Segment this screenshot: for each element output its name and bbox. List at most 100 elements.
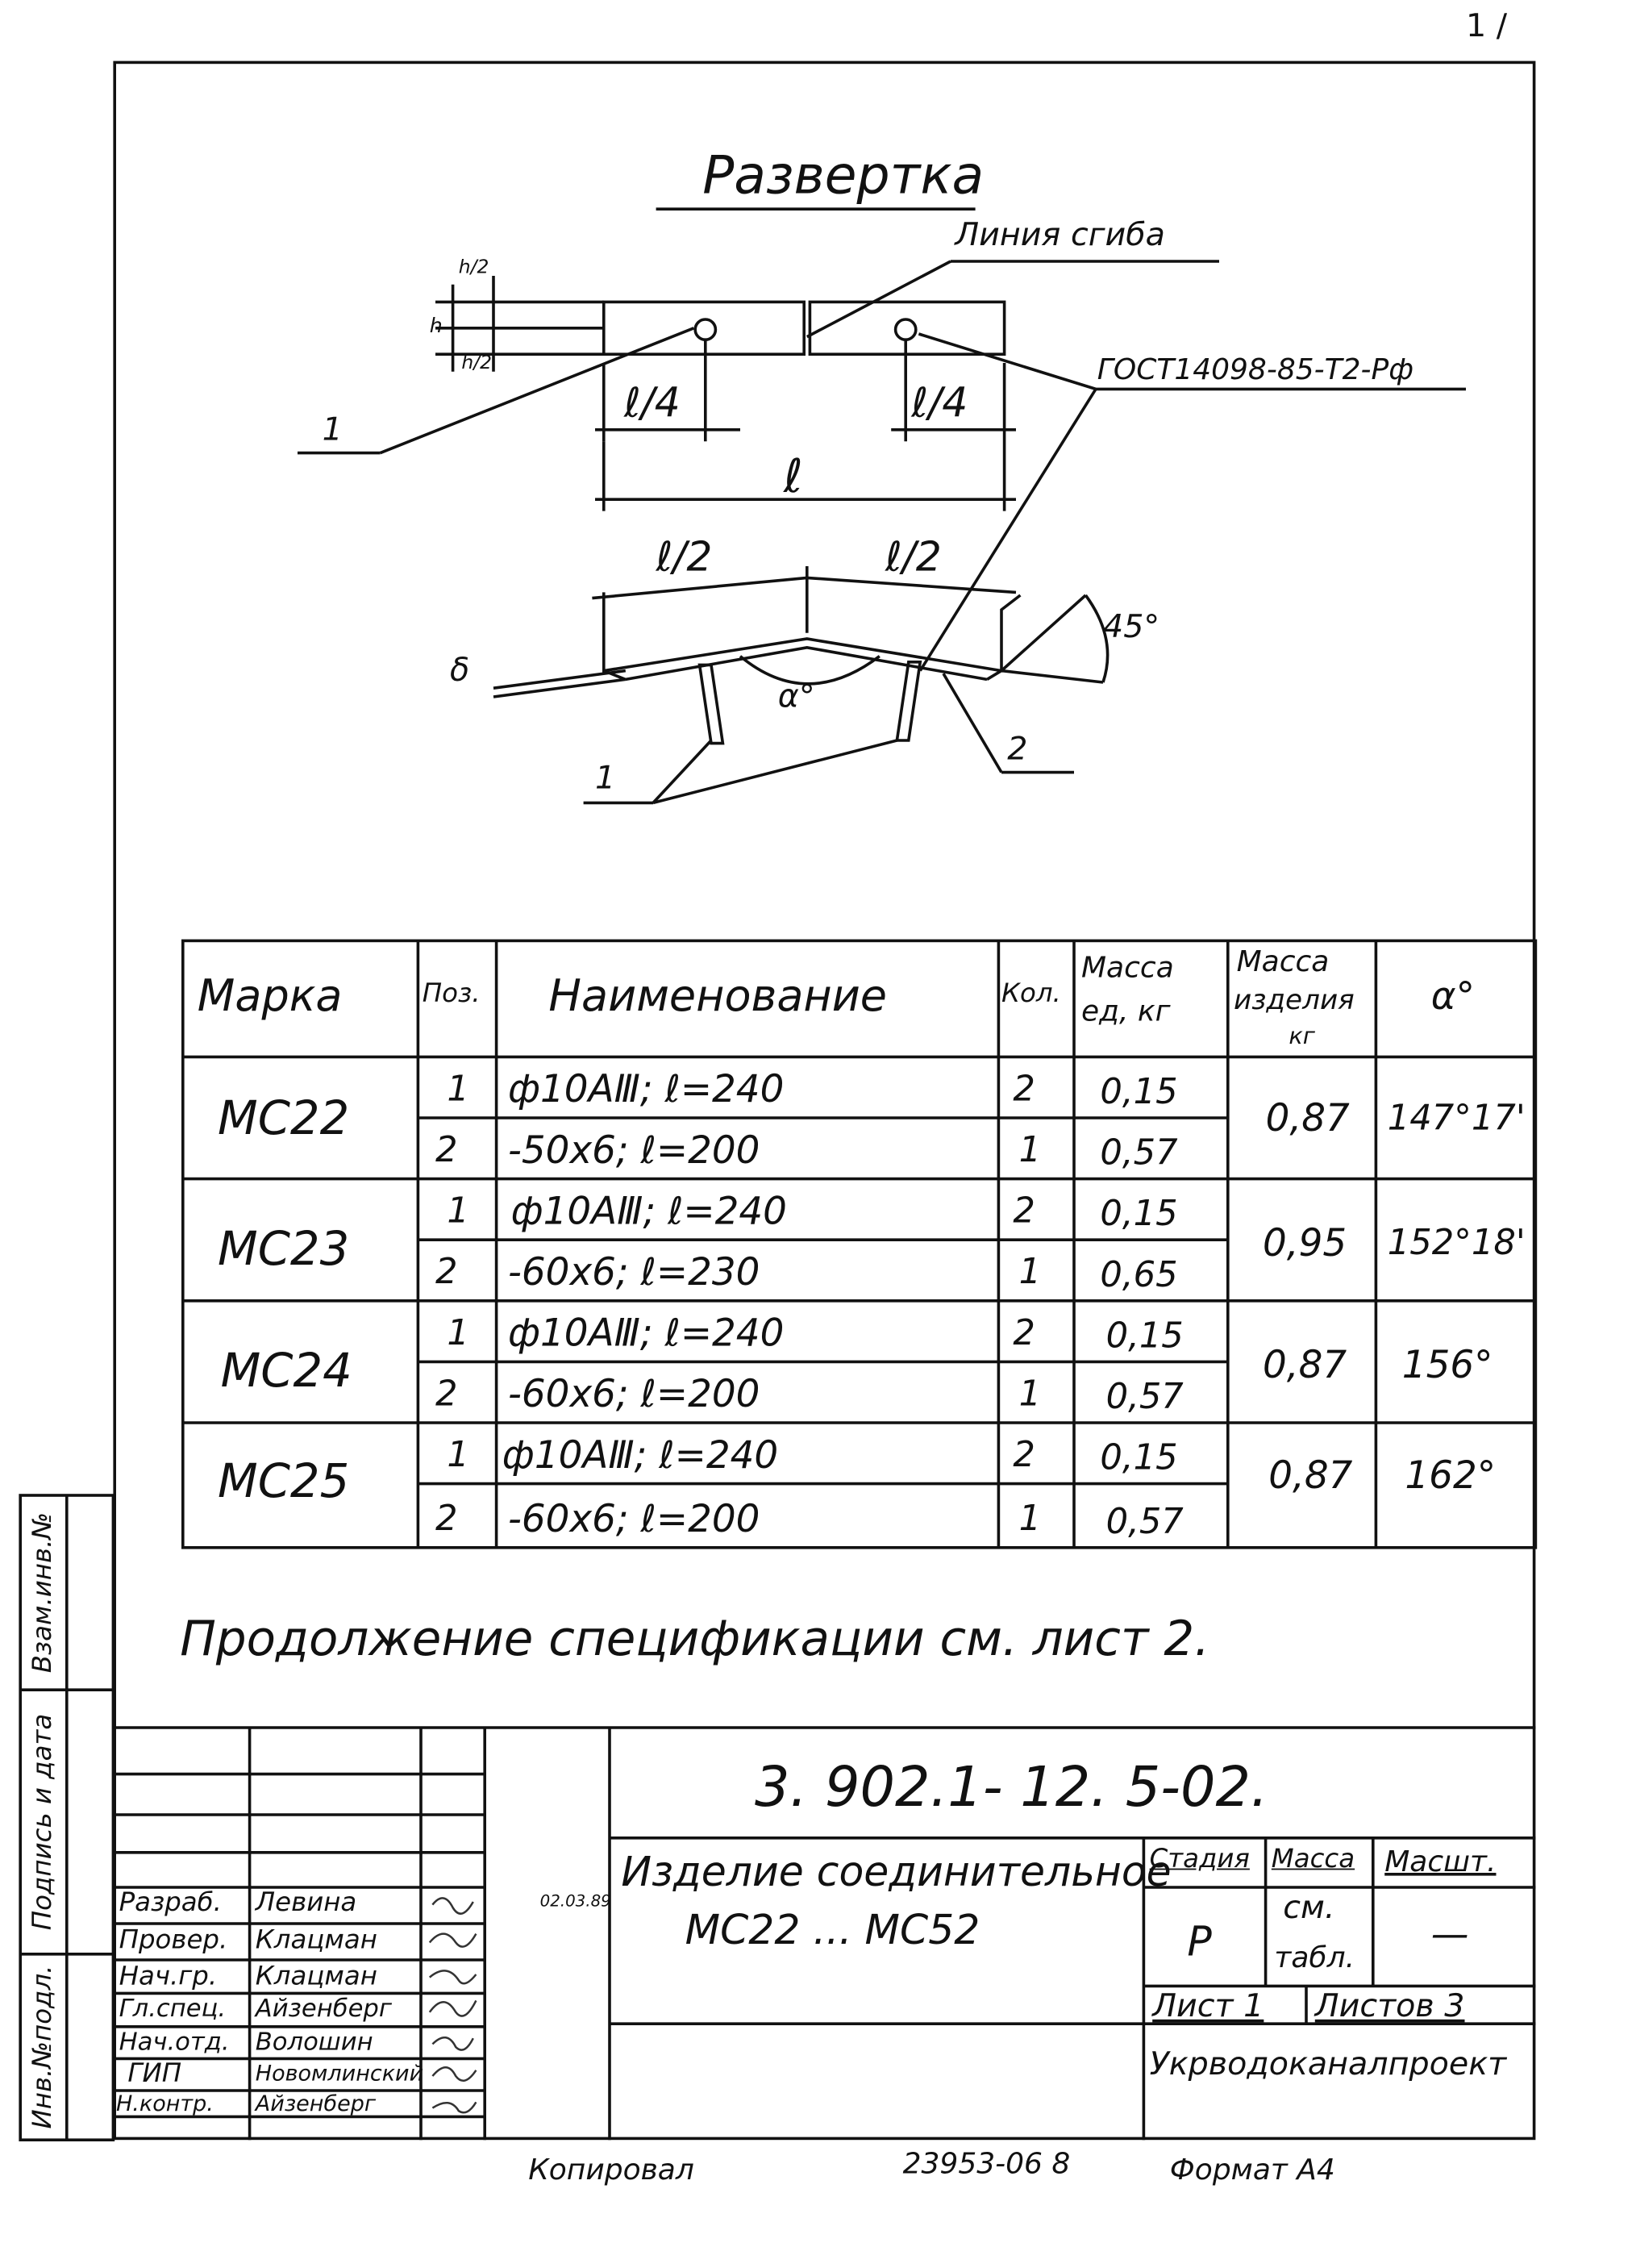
item-mass-cell: 0,87	[1265, 1097, 1350, 1141]
qty-cell: 1	[1018, 1129, 1042, 1170]
scale-value: —	[1430, 1913, 1469, 1957]
name-cell: -50x6; ℓ=200	[508, 1129, 760, 1174]
mass-value-2: табл.	[1274, 1939, 1355, 1974]
alpha-cell: 152°18'	[1387, 1222, 1526, 1263]
unit-mass-cell: 0,15	[1100, 1071, 1178, 1112]
item-mass-cell: 0,87	[1263, 1344, 1347, 1388]
dim-h-over-2-bottom: h/2	[461, 352, 493, 375]
signature-name: Клацман	[255, 1961, 377, 1992]
signature-role: ГИП	[127, 2058, 182, 2090]
unit-mass-cell: 0,15	[1100, 1437, 1178, 1478]
signature-name: Новомлинский	[255, 2060, 424, 2087]
unit-mass-cell: 0,65	[1100, 1254, 1178, 1295]
item-mass-cell: 0,95	[1263, 1222, 1347, 1266]
signature-name: Волошин	[255, 2028, 373, 2057]
header-name: Наименование	[548, 971, 888, 1023]
pos-2-label: 2	[1007, 732, 1028, 769]
format-label: Формат А4	[1169, 2151, 1335, 2187]
name-cell: -60x6; ℓ=200	[508, 1498, 760, 1542]
qty-cell: 2	[1013, 1312, 1035, 1353]
header-mass-item-1: Масса	[1236, 944, 1330, 979]
qty-cell: 2	[1013, 1190, 1035, 1232]
signature-name: Айзенберг	[255, 1995, 392, 2024]
unit-mass-cell: 0,57	[1105, 1376, 1184, 1417]
signature-role: Нач.отд.	[119, 2028, 230, 2057]
dim-half-right: ℓ/2	[885, 532, 942, 581]
bend-line-label: Линия сгиба	[955, 218, 1165, 254]
copied-label: Копировал	[528, 2151, 694, 2187]
mass-value-1: см.	[1283, 1890, 1335, 1927]
qty-cell: 1	[1018, 1498, 1042, 1539]
pos-1-top-label: 1	[322, 412, 343, 449]
mark-cell: МС24	[220, 1343, 352, 1399]
qty-cell: 2	[1013, 1068, 1035, 1110]
pos-cell: 1	[447, 1312, 469, 1353]
signature-role: Провер.	[119, 1924, 228, 1956]
dim-full: ℓ	[784, 448, 803, 504]
unit-mass-cell: 0,15	[1100, 1193, 1178, 1234]
product-name-line-2: МС22 ... МС52	[685, 1906, 980, 1954]
header-mark: Марка	[197, 971, 343, 1023]
dim-h: h	[429, 315, 443, 339]
item-mass-cell: 0,87	[1268, 1454, 1353, 1499]
product-name-line-1: Изделие соединительное	[621, 1848, 1172, 1896]
pos-cell: 2	[435, 1251, 458, 1292]
header-alpha: α°	[1430, 975, 1476, 1019]
header-mass-unit-2: ед, кг	[1081, 993, 1171, 1028]
angle-45-label: 45°	[1103, 610, 1160, 646]
mark-cell: МС25	[218, 1453, 350, 1509]
qty-cell: 1	[1018, 1373, 1042, 1415]
dim-quarter-left: ℓ/4	[624, 378, 681, 427]
signature-role: Гл.спец.	[119, 1995, 227, 2024]
corner-mark: 1 /	[1466, 8, 1508, 45]
pos-cell: 2	[435, 1129, 458, 1170]
unit-mass-cell: 0,15	[1105, 1315, 1184, 1357]
signature-role: Нач.гр.	[119, 1961, 218, 1992]
qty-cell: 1	[1018, 1251, 1042, 1292]
doc-code: 3. 902.1- 12. 5-02.	[755, 1755, 1268, 1820]
mark-cell: МС22	[218, 1090, 350, 1146]
continuation-note: Продолжение спецификации см. лист 2.	[180, 1610, 1210, 1667]
name-cell: -60x6; ℓ=230	[508, 1251, 760, 1295]
pos-1-bottom-label: 1	[595, 761, 616, 798]
mark-cell: МС23	[218, 1220, 350, 1277]
scale-header: Масшт.	[1384, 1844, 1497, 1879]
name-cell: ф10АⅢ; ℓ=240	[508, 1068, 785, 1112]
pos-cell: 1	[447, 1190, 469, 1232]
unit-mass-cell: 0,57	[1105, 1501, 1184, 1542]
signature-name: Клацман	[255, 1924, 377, 1956]
signature-role: Разраб.	[119, 1887, 222, 1918]
date-stamp: 02.03.89	[539, 1891, 611, 1911]
sheet-number: Лист 1	[1152, 1989, 1264, 2025]
signature-name: Левина	[255, 1887, 357, 1918]
name-cell: ф10АⅢ; ℓ=240	[508, 1312, 785, 1357]
unit-mass-cell: 0,57	[1100, 1132, 1178, 1174]
signature-name: Айзенберг	[255, 2091, 377, 2117]
pos-cell: 2	[435, 1498, 458, 1539]
dim-quarter-right: ℓ/4	[911, 378, 968, 427]
header-qty: Кол.	[1001, 978, 1061, 1009]
dim-half-left: ℓ/2	[656, 532, 713, 581]
header-mass-item-3: кг	[1289, 1022, 1315, 1050]
pos-cell: 1	[447, 1068, 469, 1110]
order-number: 23953-06 8	[902, 2145, 1071, 2181]
name-cell: -60x6; ℓ=200	[508, 1373, 760, 1417]
qty-cell: 2	[1013, 1434, 1035, 1475]
mass-header: Масса	[1271, 1844, 1355, 1874]
sheets-total: Листов 3	[1314, 1989, 1465, 2025]
alpha-cell: 156°	[1401, 1344, 1493, 1388]
header-mass-unit-1: Масса	[1081, 949, 1174, 985]
gost-label: ГОСТ14098-85-Т2-Рф	[1097, 351, 1414, 386]
drawing-title: Развертка	[702, 146, 985, 206]
signature-role: Н.контр.	[116, 2091, 214, 2117]
alpha-cell: 162°	[1405, 1454, 1497, 1499]
dim-h-over-2-top: h/2	[458, 256, 489, 279]
alpha-cell: 147°17'	[1387, 1097, 1526, 1139]
pos-cell: 1	[447, 1434, 469, 1475]
pos-cell: 2	[435, 1373, 458, 1415]
